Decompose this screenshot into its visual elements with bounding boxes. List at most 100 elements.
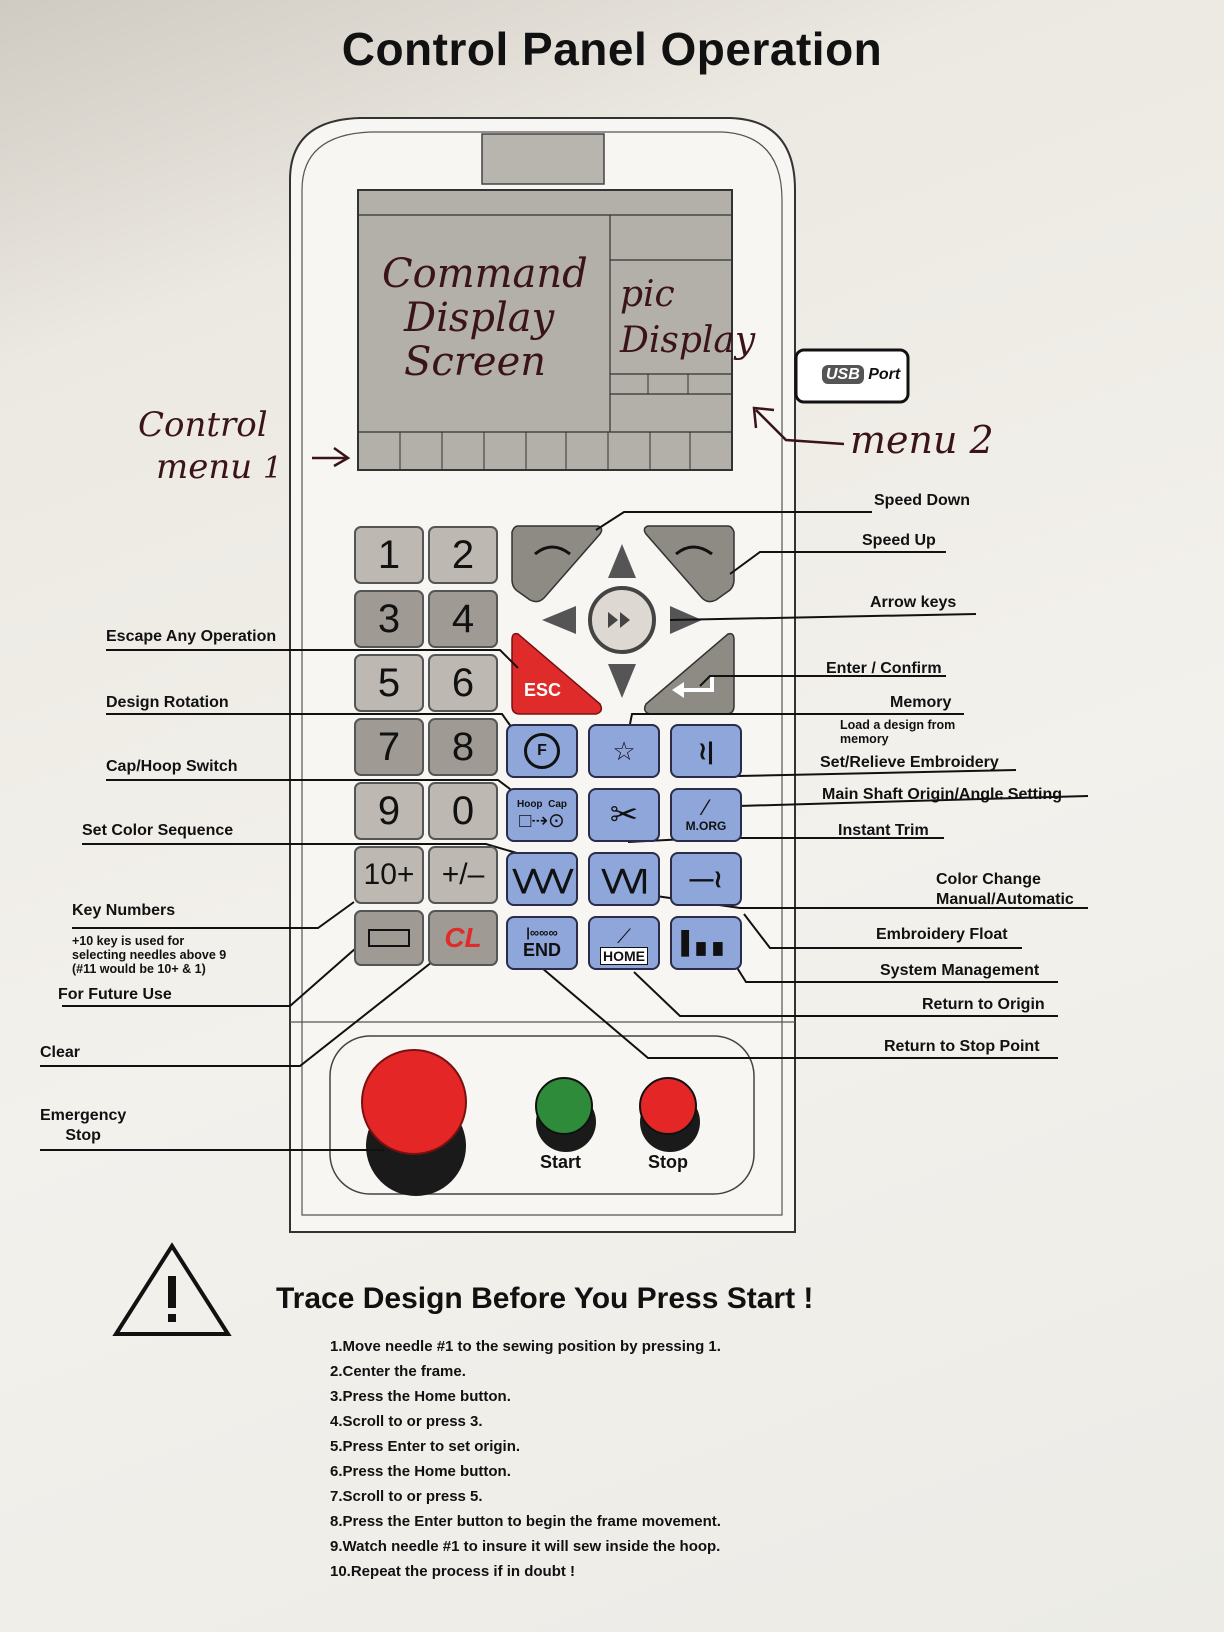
label-cap-hoop: Cap/Hoop Switch <box>106 758 238 775</box>
trace-title: Trace Design Before You Press Start ! <box>276 1282 814 1315</box>
set-relieve-embroidery-key[interactable]: ≀| <box>670 724 742 778</box>
key-1[interactable]: 1 <box>354 526 424 584</box>
warning-triangle-icon <box>112 1242 232 1336</box>
label-return-origin: Return to Origin <box>922 996 1045 1013</box>
trace-step: 9.Watch needle #1 to insure it will sew … <box>330 1538 721 1555</box>
key-5[interactable]: 5 <box>354 654 424 712</box>
controller-inner-outline <box>301 131 783 1216</box>
stop-button <box>639 1077 697 1135</box>
stitch-icon: |∞∞∞ <box>526 925 558 940</box>
label-clear: Clear <box>40 1044 81 1061</box>
label-speed-down: Speed Down <box>874 492 971 509</box>
system-management-key[interactable]: ▌▖▖ <box>670 916 742 970</box>
key-3[interactable]: 3 <box>354 590 424 648</box>
arrow-left-key <box>542 606 576 634</box>
label-emergency-stop: Emergency Stop <box>40 1107 127 1144</box>
menu2-note: menu 2 <box>850 418 994 462</box>
page-title: Control Panel Operation <box>341 23 883 75</box>
esc-key <box>511 632 603 715</box>
speed-down-key <box>511 525 603 603</box>
label-set-relieve: Set/Relieve Embroidery <box>820 754 999 771</box>
needle-icon: ≀| <box>698 737 714 765</box>
key-0[interactable]: 0 <box>428 782 498 840</box>
instant-trim-key[interactable]: ✂ <box>588 788 660 842</box>
color-change-key[interactable]: —≀ <box>670 852 742 906</box>
blank-rect-icon <box>368 929 410 947</box>
trace-step: 3.Press the Home button. <box>330 1388 511 1405</box>
label-embroidery-float: Embroidery Float <box>876 926 1008 943</box>
memory-icon: ☆ <box>612 735 636 766</box>
trace-steps: 1.Move needle #1 to the sewing position … <box>330 1334 721 1584</box>
trace-step: 5.Press Enter to set origin. <box>330 1438 521 1455</box>
label-key-numbers-note: +10 key is used for selecting needles ab… <box>72 934 227 976</box>
sensor-window <box>481 133 605 185</box>
label-enter-confirm: Enter / Confirm <box>826 660 942 677</box>
multi-needle-icon: ⋁⋁⋁ <box>513 863 573 894</box>
usb-port-label: USB Port <box>822 365 900 384</box>
key-4[interactable]: 4 <box>428 590 498 648</box>
future-use-key[interactable] <box>354 910 424 966</box>
pic-display-note: pic Display <box>620 274 756 361</box>
label-future-use: For Future Use <box>58 986 172 1003</box>
label-main-shaft: Main Shaft Origin/Angle Setting <box>822 786 1062 803</box>
design-rotation-key[interactable]: F <box>506 724 578 778</box>
label-system-management: System Management <box>880 962 1040 979</box>
trace-step: 2.Center the frame. <box>330 1363 466 1380</box>
main-shaft-origin-key[interactable]: ⁄ M.ORG <box>670 788 742 842</box>
memory-key[interactable]: ☆ <box>588 724 660 778</box>
arrow-up-key <box>608 544 636 578</box>
scissors-icon: ✂ <box>609 796 639 834</box>
start-button <box>535 1077 593 1135</box>
key-7[interactable]: 7 <box>354 718 424 776</box>
label-design-rotation: Design Rotation <box>106 694 229 711</box>
label-color-change: Color Change Manual/Automatic <box>936 871 1074 908</box>
speed-up-key <box>643 525 735 603</box>
label-speed-up: Speed Up <box>862 532 936 549</box>
key-8[interactable]: 8 <box>428 718 498 776</box>
label-key-numbers: Key Numbers <box>72 902 176 919</box>
speed-up-icon <box>675 545 713 556</box>
emergency-stop-button <box>361 1049 467 1155</box>
enter-key <box>643 632 735 715</box>
trace-step: 10.Repeat the process if in doubt ! <box>330 1563 576 1580</box>
key-2[interactable]: 2 <box>428 526 498 584</box>
color-change-icon: —≀ <box>689 865 723 893</box>
return-to-stop-point-key[interactable]: |∞∞∞ END <box>506 916 578 970</box>
embroidery-float-key[interactable]: ⋁⋁| <box>588 852 660 906</box>
key-9[interactable]: 9 <box>354 782 424 840</box>
start-label: Start <box>540 1152 582 1172</box>
cap-hoop-switch-key[interactable]: Hoop Cap □⇢⊙ <box>506 788 578 842</box>
label-memory-sub: Load a design from memory <box>840 718 956 746</box>
speed-down-icon <box>534 545 571 556</box>
return-to-origin-key[interactable]: ⟋ HOME <box>588 916 660 970</box>
control-menu-note: Control menu 1 <box>138 405 283 487</box>
key-plus-minus[interactable]: +/– <box>428 846 498 904</box>
esc-key-label: ESC <box>524 680 562 700</box>
stop-label: Stop <box>648 1152 688 1172</box>
home-angle-icon: ⟋ <box>617 926 631 948</box>
command-display-note: Command Display Screen <box>382 251 588 385</box>
float-needle-icon: ⋁⋁| <box>602 863 648 894</box>
key-10-plus[interactable]: 10+ <box>354 846 424 904</box>
system-bars-icon: ▌▖▖ <box>681 930 731 955</box>
label-memory: Memory <box>890 694 952 711</box>
enter-icon <box>682 676 714 692</box>
arrow-down-key <box>608 664 636 698</box>
label-color-sequence: Set Color Sequence <box>82 822 234 839</box>
label-return-stop: Return to Stop Point <box>884 1038 1040 1055</box>
label-arrow-keys: Arrow keys <box>870 594 957 611</box>
cap-hoop-icon: □⇢⊙ <box>519 809 565 832</box>
set-color-sequence-key[interactable]: ⋁⋁⋁ <box>506 852 578 906</box>
clear-key[interactable]: CL <box>428 910 498 966</box>
rotation-icon: F <box>524 733 560 769</box>
label-instant-trim: Instant Trim <box>838 822 929 839</box>
trace-step: 7.Scroll to or press 5. <box>330 1488 483 1505</box>
key-6[interactable]: 6 <box>428 654 498 712</box>
label-escape: Escape Any Operation <box>106 628 277 645</box>
trace-step: 8.Press the Enter button to begin the fr… <box>330 1513 721 1530</box>
button-tray <box>329 1035 755 1195</box>
shaft-icon: ⁄ <box>704 795 708 820</box>
lcd-screen <box>357 189 733 471</box>
trace-step: 1.Move needle #1 to the sewing position … <box>330 1338 721 1355</box>
